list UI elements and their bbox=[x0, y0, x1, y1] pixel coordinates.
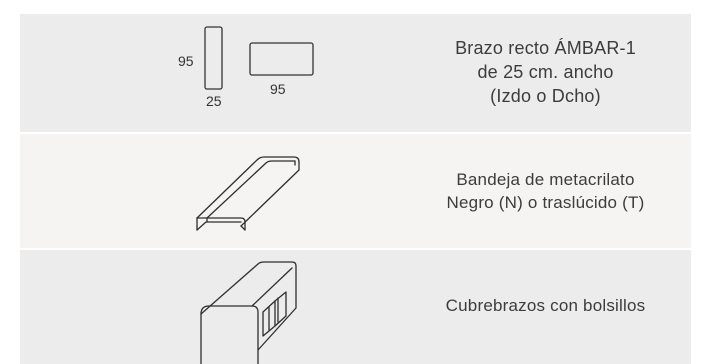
brazo-line-1: Brazo recto ÁMBAR-1 bbox=[455, 38, 636, 58]
arm-side-outline bbox=[204, 26, 223, 90]
arm-cover-illustration bbox=[200, 261, 297, 364]
brazo-line-2: de 25 cm. ancho bbox=[477, 62, 614, 82]
top-view-length-label: 95 bbox=[270, 81, 286, 97]
option-row-bandeja: Bandeja de metacrilato Negro (N) o trasl… bbox=[20, 132, 691, 248]
arm-top-outline bbox=[249, 42, 314, 76]
option-row-brazo: 95 25 95 Brazo recto ÁMBAR-1 de 25 cm. a… bbox=[20, 14, 691, 132]
cubrebrazos-description: Cubrebrazos con bolsillos bbox=[400, 294, 691, 318]
bandeja-line-2: Negro (N) o traslúcido (T) bbox=[446, 193, 645, 212]
tray-illustration bbox=[196, 156, 300, 231]
cubrebrazos-drawing bbox=[20, 250, 350, 364]
option-row-cubrebrazos: Cubrebrazos con bolsillos bbox=[20, 248, 691, 364]
brazo-dimension-diagram bbox=[204, 26, 314, 90]
cubrebrazos-line-1: Cubrebrazos con bolsillos bbox=[445, 296, 646, 315]
arm-width-label: 25 bbox=[206, 93, 222, 109]
bandeja-line-1: Bandeja de metacrilato bbox=[456, 170, 635, 189]
bandeja-drawing bbox=[20, 134, 350, 248]
arm-height-label: 95 bbox=[178, 53, 194, 69]
bandeja-description: Bandeja de metacrilato Negro (N) o trasl… bbox=[400, 168, 691, 214]
brazo-description: Brazo recto ÁMBAR-1 de 25 cm. ancho (Izd… bbox=[400, 36, 691, 108]
brazo-drawing: 95 25 95 bbox=[20, 14, 350, 132]
product-options-table: 95 25 95 Brazo recto ÁMBAR-1 de 25 cm. a… bbox=[20, 14, 691, 364]
brazo-line-3: (Izdo o Dcho) bbox=[490, 86, 601, 106]
